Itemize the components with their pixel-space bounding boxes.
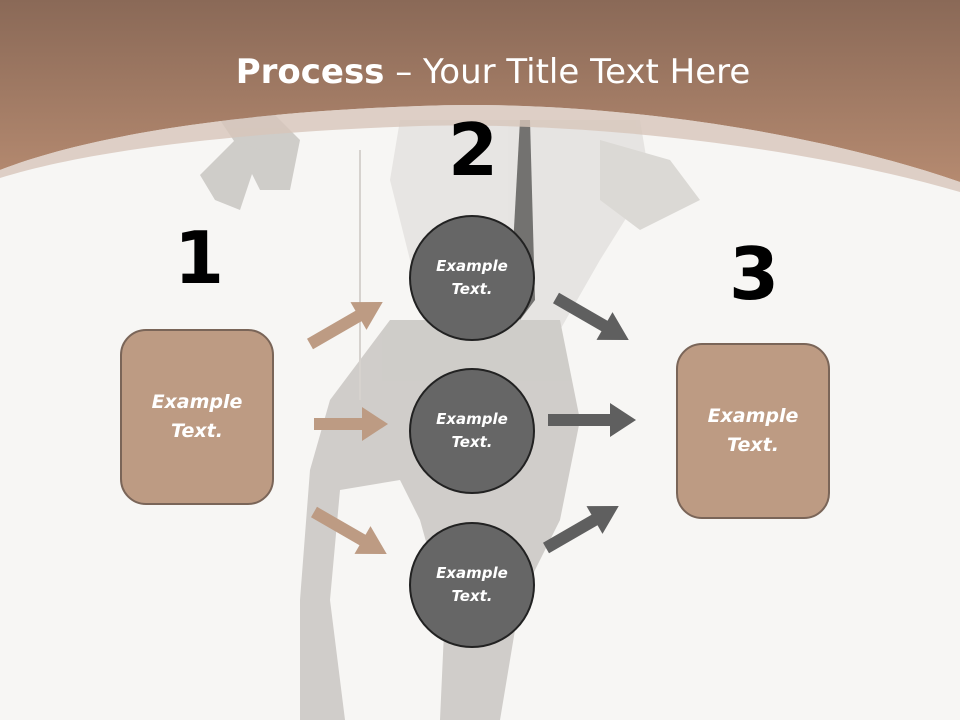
step-number-1[interactable]: 1: [173, 216, 225, 300]
title-bold-part: Process: [235, 52, 385, 92]
slide-title[interactable]: Process – Your Title Text Here: [0, 52, 960, 92]
process-circle-1[interactable]: Example Text.: [409, 215, 535, 341]
circle-3-text: Example Text.: [436, 564, 508, 605]
header-band: [0, 0, 960, 182]
arrow-to-circle-1: [307, 302, 383, 350]
right-arrows: [543, 292, 636, 554]
left-process-box[interactable]: Example Text.: [120, 329, 274, 505]
right-box-text: Example Text.: [707, 405, 799, 456]
circle-2-text: Example Text.: [436, 410, 508, 451]
header-curve-highlight: [0, 104, 960, 192]
left-arrows: [307, 302, 388, 554]
left-box-text: Example Text.: [151, 391, 243, 442]
process-circle-3[interactable]: Example Text.: [409, 522, 535, 648]
title-rest-part: – Your Title Text Here: [384, 52, 751, 92]
arrow-to-circle-2: [314, 407, 388, 441]
circle-1-text: Example Text.: [436, 257, 508, 298]
right-process-box[interactable]: Example Text.: [676, 343, 830, 519]
arrow-from-circle-3: [543, 506, 619, 554]
step-number-3[interactable]: 3: [728, 232, 780, 316]
arrow-from-circle-2: [548, 403, 636, 437]
step-number-2[interactable]: 2: [447, 108, 499, 192]
arrow-to-circle-3: [311, 506, 387, 554]
process-circle-2[interactable]: Example Text.: [409, 368, 535, 494]
arrow-from-circle-1: [553, 292, 629, 340]
